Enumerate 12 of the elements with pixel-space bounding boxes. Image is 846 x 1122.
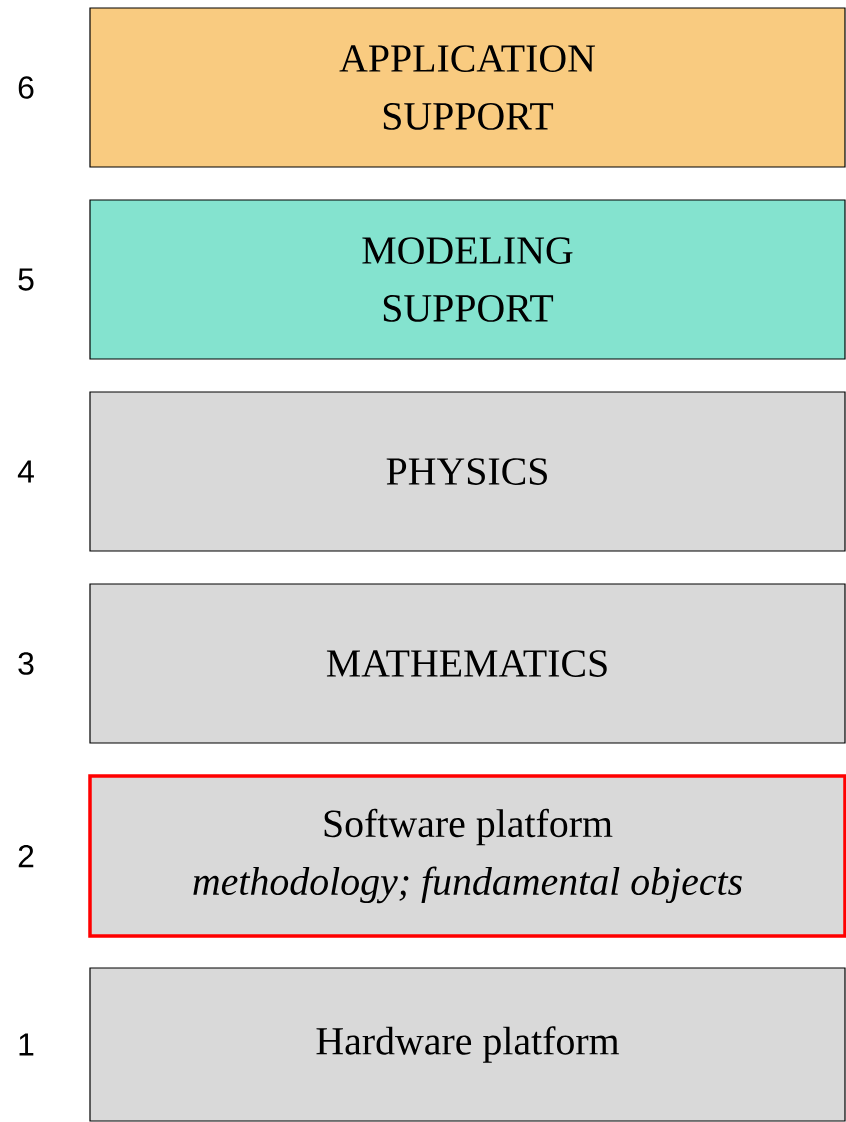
layer-box: APPLICATION SUPPORT [89,7,846,168]
layer-number: 3 [18,652,34,675]
layer-number: 1 [19,1033,34,1056]
layer-box: MODELING SUPPORT [89,199,846,360]
layer-number: 4 [17,460,34,483]
layer-number: 2 [18,844,34,868]
layer-number: 5 [18,268,34,291]
layer-box: MATHEMATICS [89,583,846,744]
layer-box: PHYSICS [89,391,846,552]
layer-box: Software platform methodology; fundamental objects [88,774,846,938]
layer-number: 6 [18,76,34,99]
layer-box: Hardware platform [89,967,846,1122]
